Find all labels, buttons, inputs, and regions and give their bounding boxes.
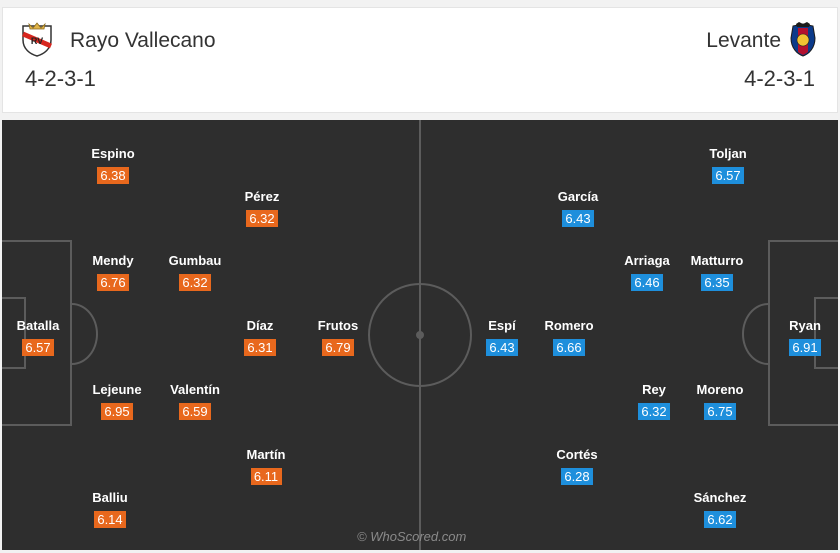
player-rating: 6.62 xyxy=(704,511,736,528)
player-rating: 6.32 xyxy=(638,403,670,420)
levante-crest-icon xyxy=(790,22,816,57)
home-player[interactable]: Lejeune 6.95 xyxy=(82,382,152,421)
away-formation: 4-2-3-1 xyxy=(744,66,815,91)
player-name: Romero xyxy=(544,318,594,333)
player-rating: 6.11 xyxy=(250,468,282,485)
player-name: Espino xyxy=(91,146,135,161)
player-name: Ryan xyxy=(789,318,821,333)
player-rating: 6.43 xyxy=(486,339,518,356)
home-player[interactable]: Gumbau 6.32 xyxy=(160,253,230,292)
home-player[interactable]: Pérez 6.32 xyxy=(227,189,297,228)
whoscored-watermark: © WhoScored.com xyxy=(357,529,467,544)
home-player[interactable]: Balliu 6.14 xyxy=(75,490,145,529)
player-rating: 6.75 xyxy=(704,403,736,420)
player-name: Pérez xyxy=(244,189,280,204)
home-player[interactable]: Mendy 6.76 xyxy=(78,253,148,292)
away-player[interactable]: Romero 6.66 xyxy=(534,318,604,357)
player-rating: 6.43 xyxy=(562,210,594,227)
away-player[interactable]: Moreno 6.75 xyxy=(685,382,755,421)
rayo-vallecano-crest-icon: RV xyxy=(22,22,52,57)
home-player[interactable]: Espino 6.38 xyxy=(78,146,148,185)
player-name: Espí xyxy=(488,318,516,333)
player-rating: 6.28 xyxy=(561,468,593,485)
center-spot xyxy=(416,331,424,339)
player-rating: 6.76 xyxy=(97,274,129,291)
player-name: Valentín xyxy=(170,382,220,397)
player-rating: 6.57 xyxy=(712,167,744,184)
home-player[interactable]: Valentín 6.59 xyxy=(160,382,230,421)
center-circle xyxy=(368,283,472,387)
player-rating: 6.57 xyxy=(22,339,54,356)
away-player[interactable]: Matturro 6.35 xyxy=(682,253,752,292)
svg-text:RV: RV xyxy=(31,36,43,46)
away-player[interactable]: Cortés 6.28 xyxy=(542,447,612,486)
home-formation: 4-2-3-1 xyxy=(25,66,96,91)
player-name: Martín xyxy=(246,447,286,462)
player-rating: 6.31 xyxy=(244,339,276,356)
away-penalty-box xyxy=(768,240,838,426)
player-name: Balliu xyxy=(92,490,128,505)
player-name: Matturro xyxy=(690,253,744,268)
player-name: Díaz xyxy=(246,318,274,333)
away-goal-box xyxy=(814,297,838,369)
player-rating: 6.95 xyxy=(101,403,133,420)
pitch: Espino 6.38 Pérez 6.32 Mendy 6.76 Gumbau… xyxy=(2,120,838,550)
home-team-name[interactable]: Rayo Vallecano xyxy=(70,29,216,52)
player-name: Sánchez xyxy=(693,490,747,505)
player-rating: 6.35 xyxy=(701,274,733,291)
home-goal-box xyxy=(2,297,26,369)
player-rating: 6.46 xyxy=(631,274,663,291)
player-rating: 6.32 xyxy=(246,210,278,227)
player-name: Mendy xyxy=(92,253,134,268)
player-rating: 6.91 xyxy=(789,339,821,356)
home-player[interactable]: Batalla 6.57 xyxy=(3,318,73,357)
home-player[interactable]: Díaz 6.31 xyxy=(225,318,295,357)
player-name: Arriaga xyxy=(624,253,670,268)
player-name: Toljan xyxy=(709,146,747,161)
home-player[interactable]: Martín 6.11 xyxy=(231,447,301,486)
player-rating: 6.38 xyxy=(97,167,129,184)
player-name: Lejeune xyxy=(92,382,142,397)
player-name: Rey xyxy=(642,382,666,397)
player-name: García xyxy=(557,189,599,204)
player-name: Moreno xyxy=(696,382,744,397)
player-rating: 6.79 xyxy=(322,339,354,356)
away-player[interactable]: Sánchez 6.62 xyxy=(685,490,755,529)
player-name: Gumbau xyxy=(168,253,222,268)
player-rating: 6.66 xyxy=(553,339,585,356)
away-player[interactable]: García 6.43 xyxy=(543,189,613,228)
away-player[interactable]: Rey 6.32 xyxy=(619,382,689,421)
player-name: Frutos xyxy=(317,318,359,333)
away-player[interactable]: Toljan 6.57 xyxy=(693,146,763,185)
away-player[interactable]: Espí 6.43 xyxy=(467,318,537,357)
match-header: RV Rayo Vallecano 4-2-3-1 Levante 4-2-3-… xyxy=(2,7,838,113)
player-name: Cortés xyxy=(556,447,598,462)
away-player[interactable]: Ryan 6.91 xyxy=(770,318,838,357)
player-rating: 6.32 xyxy=(179,274,211,291)
home-player[interactable]: Frutos 6.79 xyxy=(303,318,373,357)
player-rating: 6.14 xyxy=(94,511,126,528)
player-rating: 6.59 xyxy=(179,403,211,420)
away-player[interactable]: Arriaga 6.46 xyxy=(612,253,682,292)
player-name: Batalla xyxy=(16,318,60,333)
home-penalty-box xyxy=(2,240,72,426)
away-team-name[interactable]: Levante xyxy=(706,29,781,52)
